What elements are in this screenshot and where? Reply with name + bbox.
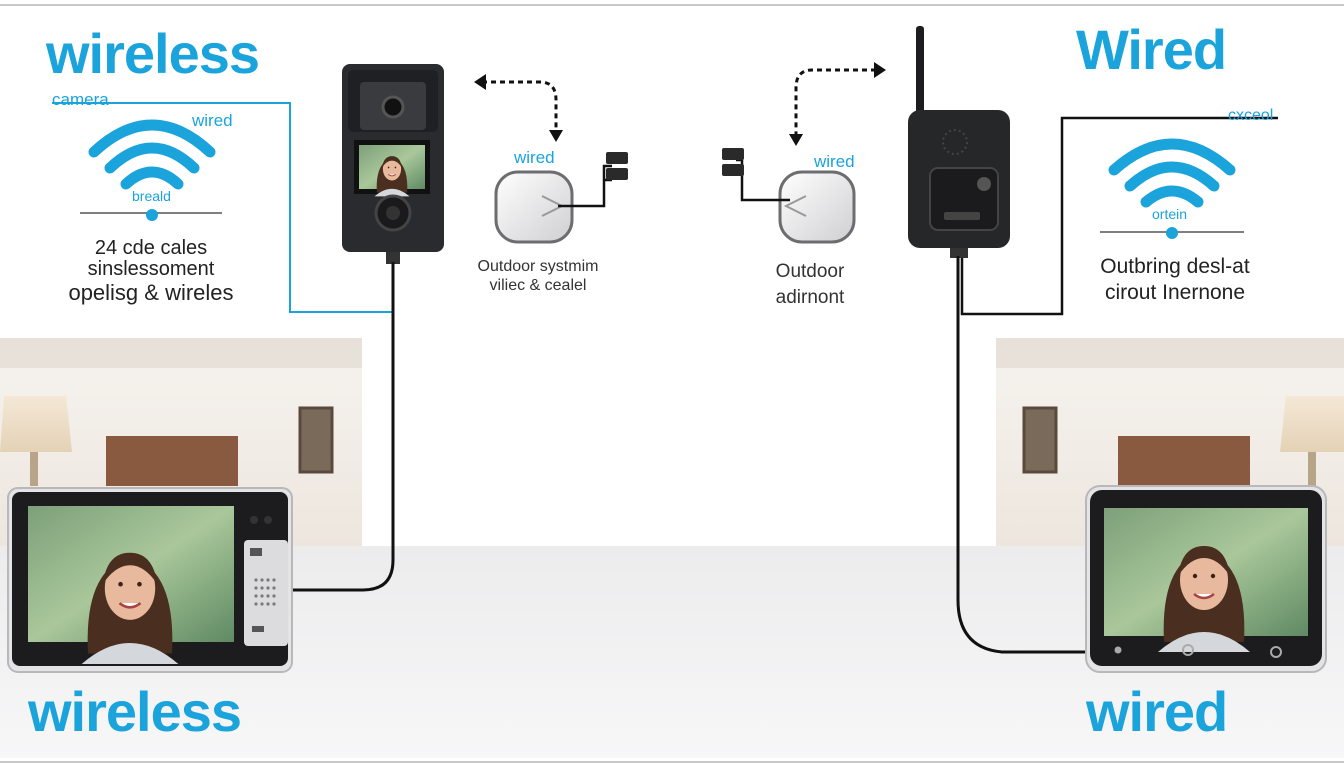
center-right-caption-line-1: Outdoor [775, 261, 845, 282]
center-left-wired-label: wired [514, 148, 555, 167]
excel-label: cxceol [1228, 107, 1274, 124]
camera-label: camera [52, 90, 109, 109]
break-label: breald [132, 188, 171, 204]
left-description-line-1: 24 cde cales [94, 237, 208, 259]
indoor-monitor-icon [1085, 485, 1327, 673]
wifi-icon [1108, 138, 1236, 208]
signal-node-icon [146, 209, 158, 221]
lamp-icon [0, 396, 72, 486]
left-title-top: wireless [46, 22, 260, 85]
curved-arrow-icon [794, 68, 876, 136]
camera-connector-line [52, 102, 394, 313]
lamp-icon [1280, 396, 1344, 486]
indoor-monitor-icon [7, 487, 293, 673]
curved-arrow-icon [482, 80, 558, 132]
wifi-icon [88, 119, 216, 190]
center-left-caption-line-2: viliec & cealel [489, 277, 587, 294]
center-left-caption-line-1: Outdoor systmim [477, 258, 599, 275]
ortein-label: ortein [1152, 206, 1188, 222]
signal-node-icon [1166, 227, 1178, 239]
left-title-bottom: wireless [28, 680, 242, 743]
antenna-icon [916, 26, 924, 114]
left-room-background [0, 338, 362, 548]
center-right-wired-label: wired [814, 152, 855, 171]
center-right-caption-line-2: adirnont [775, 287, 845, 308]
right-description-line-1: Outbring desl-at [1100, 255, 1250, 278]
plug-icon [722, 148, 744, 176]
left-description-line-2: sinslessoment [87, 258, 215, 280]
right-title-top: Wired [1076, 18, 1227, 81]
plug-icon [606, 152, 628, 180]
router-cable [956, 256, 1092, 654]
connector-box-icon [778, 170, 856, 244]
left-description-line-3: opelisg & wireles [68, 280, 234, 305]
right-title-bottom: wired [1086, 680, 1228, 743]
router-connector-line [960, 116, 1278, 316]
right-description-line-2: cirout Inernone [1104, 281, 1246, 304]
left-wired-label: wired [192, 111, 233, 130]
doorbell-cable [290, 262, 395, 592]
doorbell-camera-icon [342, 64, 444, 264]
router-unit-icon [908, 26, 1010, 258]
